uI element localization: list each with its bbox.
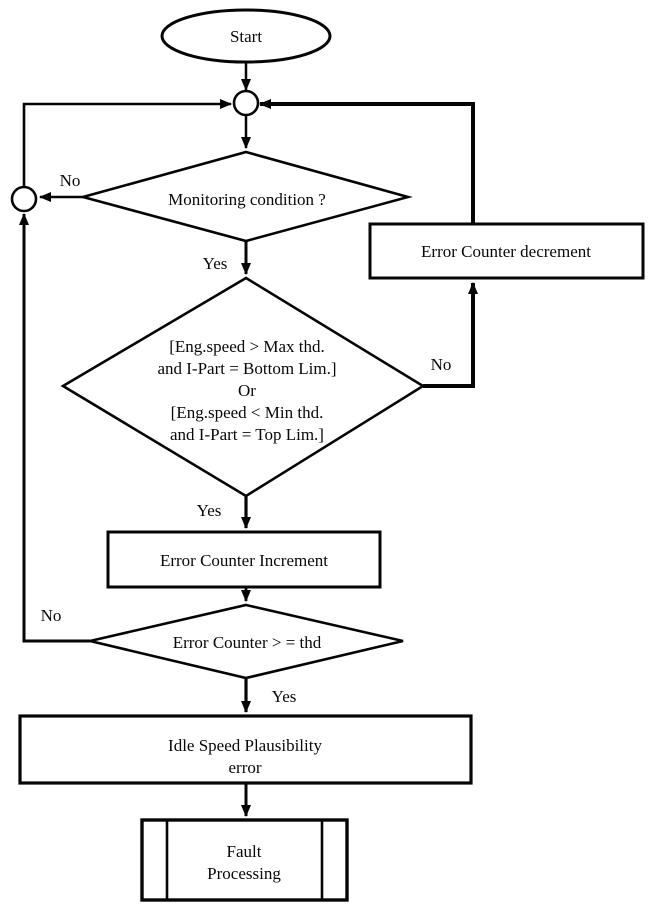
plausibility-line-2: error [228, 758, 261, 777]
fault-predefined-box [140, 818, 349, 902]
speed-check-line-5: and I-Part = Top Lim.] [170, 425, 324, 444]
increment-process-box [106, 530, 382, 589]
edge-label-speed-check-no: No [431, 355, 452, 374]
edge-threshold-no [19, 213, 90, 643]
edge-label-monitoring-no: No [60, 171, 81, 190]
edge-label-monitoring-yes: Yes [203, 254, 228, 273]
increment-label: Error Counter Increment [160, 551, 328, 570]
decrement-process-box [368, 222, 645, 280]
decrement-label: Error Counter decrement [421, 242, 591, 261]
start-label: Start [230, 27, 262, 46]
fault-line-1: Fault [227, 842, 262, 861]
speed-check-decision-diamond [60, 276, 426, 498]
edge-label-threshold-no: No [41, 606, 62, 625]
threshold-decision-diamond [89, 603, 404, 680]
edge-left-loop-to-top-junction [22, 99, 232, 187]
edge-speed-check-no [423, 282, 478, 388]
speed-check-line-4: [Eng.speed < Min thd. [171, 403, 324, 422]
speed-check-line-2: and I-Part = Bottom Lim.] [157, 359, 336, 378]
monitoring-decision-diamond [78, 150, 413, 243]
speed-check-line-1: [Eng.speed > Max thd. [169, 337, 324, 356]
edge-label-speed-check-yes: Yes [197, 501, 222, 520]
fault-line-2: Processing [207, 864, 281, 883]
plausibility-line-1: Idle Speed Plausibility [168, 736, 322, 755]
monitoring-label: Monitoring condition ? [168, 190, 326, 209]
junction-left-circle [10, 185, 38, 213]
junction-top-circle [232, 89, 260, 117]
threshold-label: Error Counter > = thd [173, 633, 322, 652]
plausibility-process-box [18, 714, 473, 785]
start-node [160, 8, 332, 64]
edge-label-threshold-yes: Yes [272, 687, 297, 706]
edge-decrement-to-top-junction [259, 99, 475, 224]
speed-check-line-3: Or [238, 381, 256, 400]
